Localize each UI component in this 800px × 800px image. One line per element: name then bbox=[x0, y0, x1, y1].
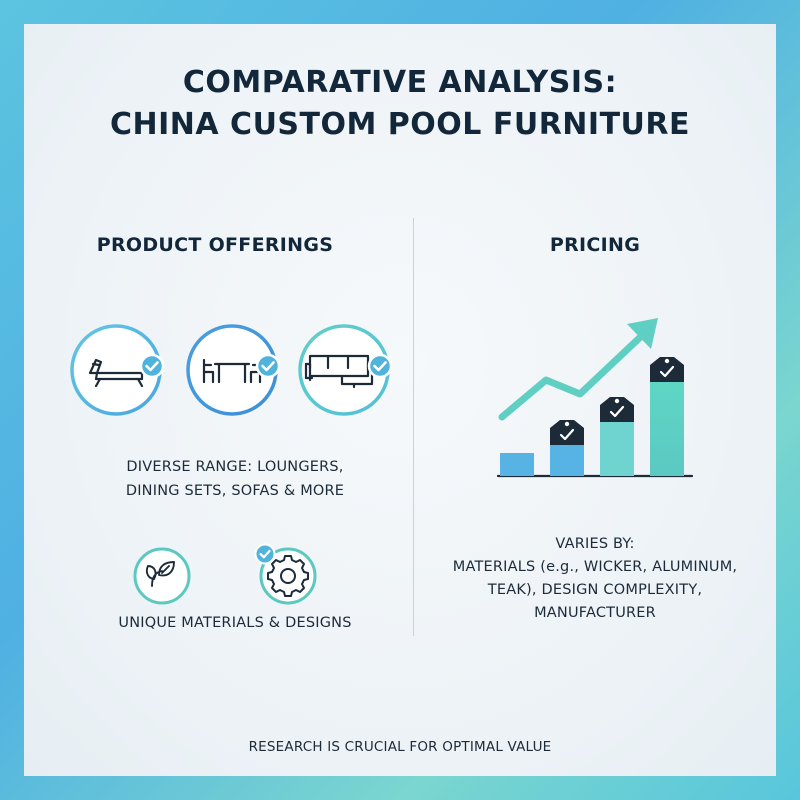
title-line-2: CHINA CUSTOM POOL FURNITURE bbox=[110, 107, 690, 142]
varies-line-2: MATERIALS (e.g., WICKER, ALUMINUM, bbox=[452, 559, 738, 575]
trend-arrow bbox=[498, 324, 654, 421]
leaf-icon bbox=[133, 547, 191, 605]
trend-arrowhead bbox=[627, 318, 658, 349]
footer-text: RESEARCH IS CRUCIAL FOR OPTIMAL VALUE bbox=[248, 739, 552, 755]
chart-bar-2 bbox=[550, 445, 584, 476]
chart-bar-1 bbox=[500, 453, 534, 476]
product-range-text: DIVERSE RANGE: LOUNGERS, DINING SETS, SO… bbox=[60, 455, 410, 503]
varies-line-4: MANUFACTURER bbox=[534, 605, 656, 621]
chart-bar-3 bbox=[600, 422, 634, 476]
price-tag-icon bbox=[600, 397, 634, 422]
product-range-line-1: DIVERSE RANGE: LOUNGERS, bbox=[126, 459, 344, 475]
title-line-1: COMPARATIVE ANALYSIS: bbox=[182, 65, 618, 100]
lounger-icon bbox=[70, 324, 165, 416]
price-tag-icon bbox=[650, 357, 684, 382]
column-divider bbox=[413, 218, 414, 636]
rising-price-chart-icon bbox=[496, 318, 694, 478]
page-title: COMPARATIVE ANALYSIS: CHINA CUSTOM POOL … bbox=[0, 62, 800, 146]
varies-line-1: VARIES BY: bbox=[555, 536, 635, 552]
varies-line-3: TEAK), DESIGN COMPLEXITY, bbox=[487, 582, 703, 598]
chart-bar-4 bbox=[650, 382, 684, 476]
pricing-varies-text: VARIES BY: MATERIALS (e.g., WICKER, ALUM… bbox=[430, 533, 760, 625]
pricing-heading: PRICING bbox=[549, 234, 641, 256]
product-range-line-2: DINING SETS, SOFAS & MORE bbox=[125, 483, 345, 499]
dining-set-icon bbox=[186, 324, 281, 416]
sofa-icon bbox=[298, 324, 393, 416]
price-tag-icon bbox=[550, 420, 584, 445]
materials-text: UNIQUE MATERIALS & DESIGNS bbox=[118, 615, 352, 631]
gear-icon bbox=[254, 543, 317, 605]
product-offerings-heading: PRODUCT OFFERINGS bbox=[96, 234, 334, 256]
